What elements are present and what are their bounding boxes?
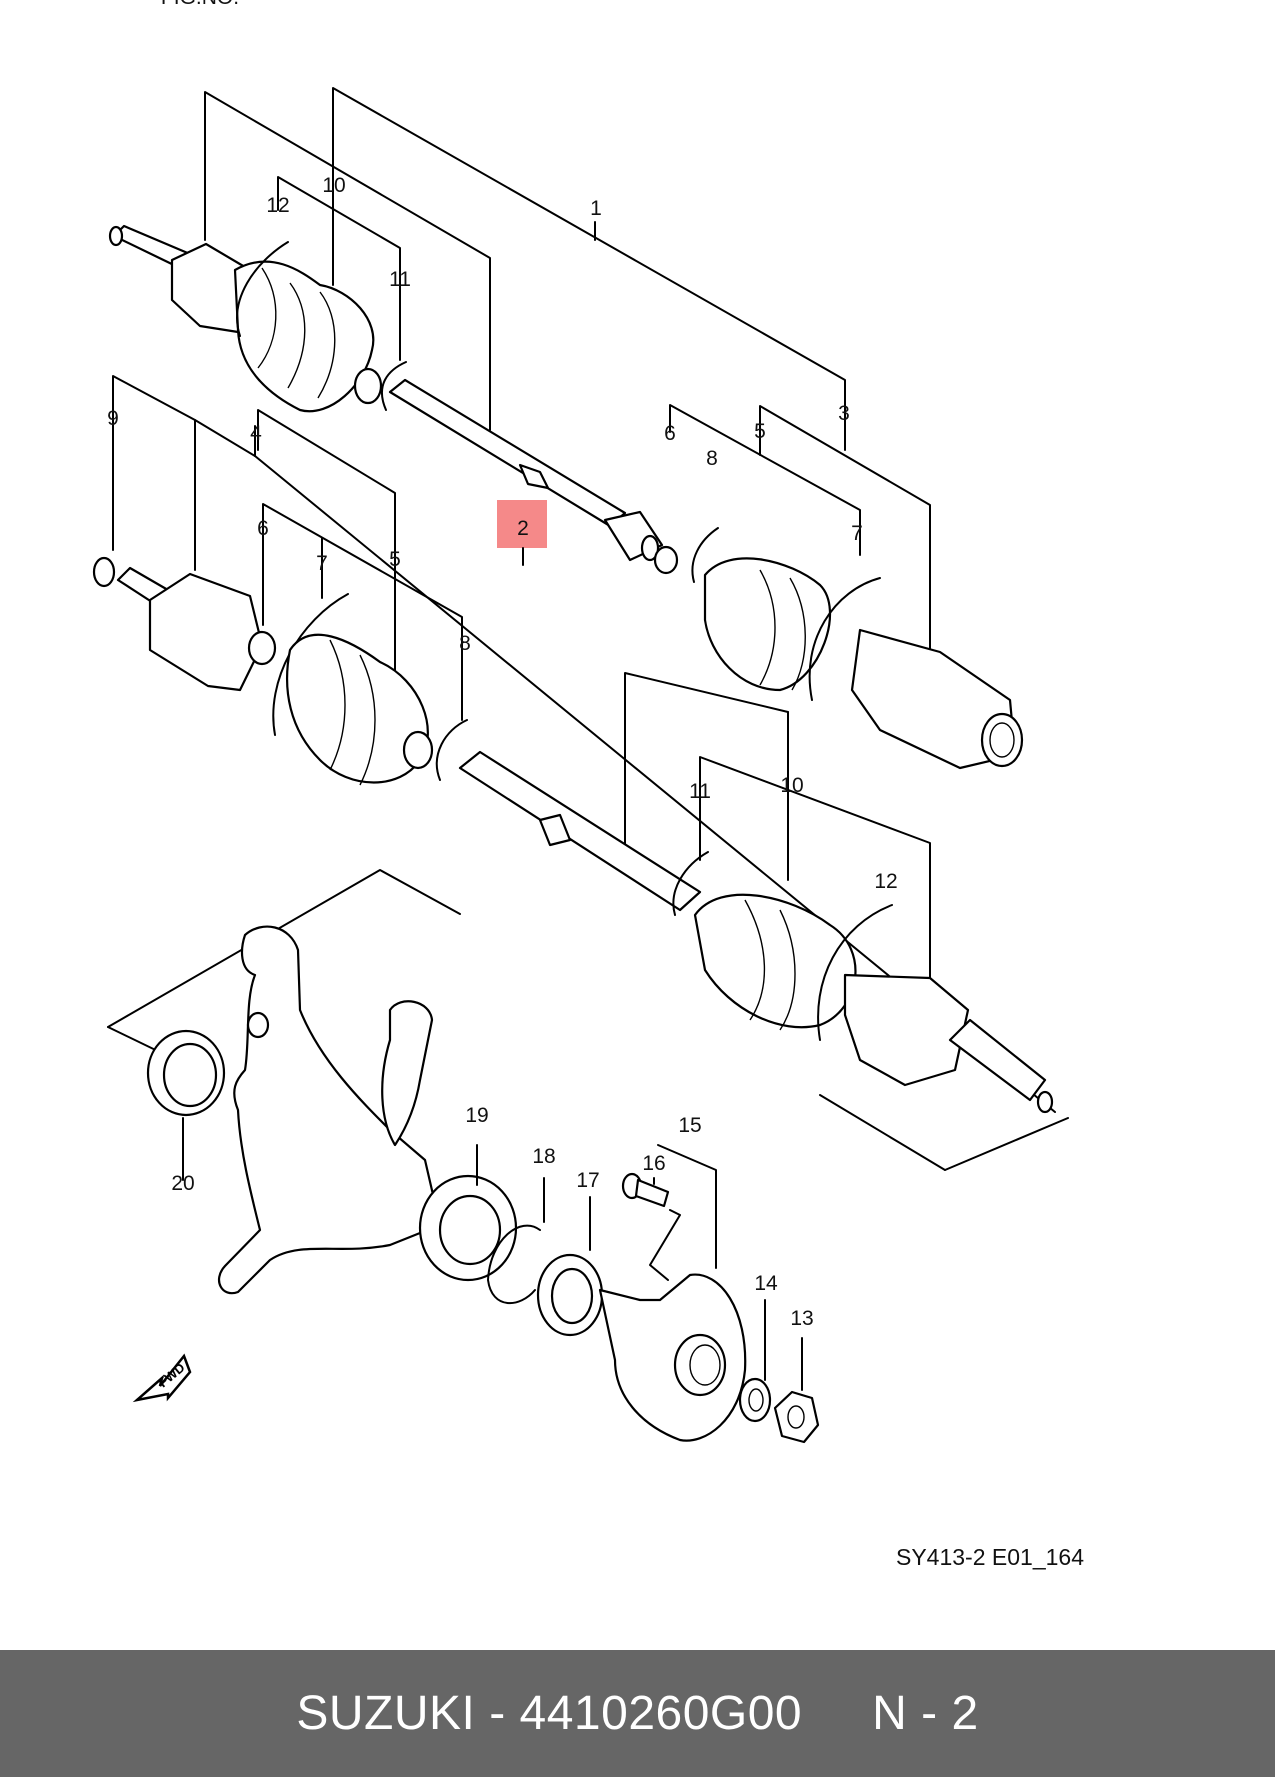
- callout-18: 18: [532, 1145, 555, 1168]
- part-title: SUZUKI - 4410260G00: [296, 1687, 803, 1740]
- callout-20: 20: [171, 1172, 194, 1195]
- callout-9: 9: [107, 407, 119, 430]
- callout-7-lower: 7: [316, 552, 328, 575]
- callout-2: 2: [517, 517, 529, 540]
- upper-drive-shaft: [108, 87, 1024, 770]
- callout-6-upper: 6: [664, 422, 676, 445]
- drawing-code: SY413-2 E01_164: [896, 1544, 1084, 1570]
- header-fragment: FIG.NO.: [161, 0, 239, 9]
- callout-8-upper: 8: [706, 447, 718, 470]
- forward-arrow-icon: FWD: [132, 1353, 192, 1403]
- callout-7-upper: 7: [851, 522, 863, 545]
- callout-11-lower: 11: [689, 780, 711, 803]
- callout-11-upper: 11: [389, 268, 411, 291]
- callout-4: 4: [250, 422, 262, 445]
- callout-10-lower: 10: [780, 774, 803, 797]
- callout-8-lower: 8: [459, 632, 471, 655]
- callout-16: 16: [642, 1152, 665, 1175]
- knuckle-hub-group: [107, 869, 1069, 1444]
- callout-6-lower: 6: [257, 517, 269, 540]
- callout-15: 15: [678, 1114, 701, 1137]
- callout-3: 3: [838, 402, 850, 425]
- callout-13: 13: [790, 1307, 813, 1330]
- callout-5-upper: 5: [754, 420, 766, 443]
- part-footer-bar: SUZUKI - 4410260G00 N - 2: [0, 1650, 1275, 1777]
- part-position: N - 2: [872, 1687, 979, 1740]
- callout-10-upper: 10: [322, 174, 345, 197]
- callout-labels: 1 2 3 4 5 5 6 6 7 7 8 8 9 10 10 11 11 12…: [107, 174, 898, 1330]
- highlight-part-2: [497, 500, 547, 548]
- callout-1: 1: [590, 197, 602, 220]
- callout-12-lower: 12: [874, 870, 897, 893]
- callout-19: 19: [465, 1104, 488, 1127]
- callout-17: 17: [576, 1169, 599, 1192]
- lower-drive-shaft: [92, 375, 1056, 1114]
- callout-5-lower: 5: [389, 548, 401, 571]
- callout-14: 14: [754, 1272, 778, 1295]
- callout-12-upper: 12: [266, 194, 289, 217]
- exploded-parts-diagram: FIG.NO.: [92, 0, 1084, 1570]
